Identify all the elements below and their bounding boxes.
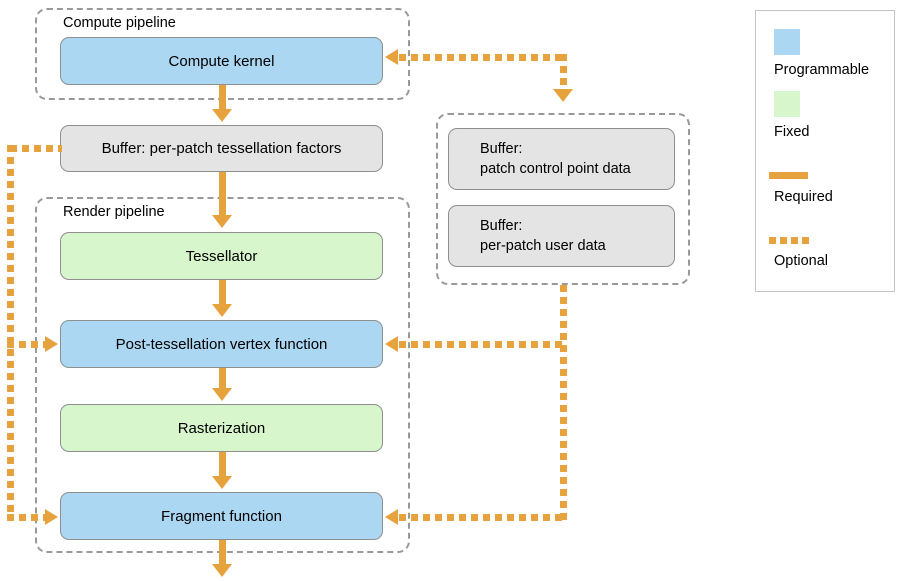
arrow-right-icon bbox=[45, 336, 58, 352]
arrow-shaft bbox=[219, 452, 226, 477]
legend-programmable-label: Programmable bbox=[774, 62, 870, 78]
arrow-left-icon bbox=[385, 336, 398, 352]
arrow-down-icon bbox=[553, 89, 573, 102]
arrow-shaft bbox=[219, 368, 226, 389]
render-pipeline-label: Render pipeline bbox=[63, 204, 165, 220]
arrow-down-icon bbox=[212, 215, 232, 228]
legend: Programmable Fixed Required Optional bbox=[755, 10, 895, 292]
dashed-line bbox=[7, 145, 14, 520]
arrow-shaft bbox=[219, 540, 226, 565]
legend-required-label: Required bbox=[774, 189, 833, 205]
legend-optional-label: Optional bbox=[774, 253, 829, 269]
programmable-swatch-icon bbox=[774, 29, 800, 55]
arrow-shaft bbox=[219, 280, 226, 305]
dashed-line bbox=[399, 341, 567, 348]
post-tessellation-vertex-function-node: Post-tessellation vertex function bbox=[60, 320, 383, 368]
buffer-label-line1: Buffer: bbox=[480, 141, 523, 157]
buffer-tessellation-factors-node: Buffer: per-patch tessellation factors bbox=[60, 125, 383, 172]
compute-kernel-node: Compute kernel bbox=[60, 37, 383, 85]
dashed-line bbox=[10, 145, 62, 152]
arrow-down-icon bbox=[212, 388, 232, 401]
rasterization-node: Rasterization bbox=[60, 404, 383, 452]
arrow-shaft bbox=[219, 85, 226, 111]
buffer-per-patch-user-node: Buffer: per-patch user data bbox=[448, 205, 675, 267]
fixed-swatch-icon bbox=[774, 91, 800, 117]
arrow-down-icon bbox=[212, 109, 232, 122]
dashed-line bbox=[399, 54, 566, 61]
arrow-down-icon bbox=[212, 564, 232, 577]
arrow-shaft bbox=[219, 172, 226, 216]
arrow-right-icon bbox=[45, 509, 58, 525]
dashed-line bbox=[7, 514, 45, 521]
buffer-label-line2: per-patch user data bbox=[480, 238, 606, 254]
optional-line-icon bbox=[769, 237, 811, 244]
dashed-line bbox=[399, 514, 567, 521]
patch-buffers-group bbox=[436, 113, 690, 285]
fragment-function-node: Fragment function bbox=[60, 492, 383, 540]
buffer-label-line1: Buffer: bbox=[480, 218, 523, 234]
dashed-line bbox=[560, 54, 567, 90]
dashed-line bbox=[560, 285, 567, 521]
buffer-patch-control-point-node: Buffer: patch control point data bbox=[448, 128, 675, 190]
required-line-icon bbox=[769, 172, 808, 179]
arrow-left-icon bbox=[385, 509, 398, 525]
legend-fixed-label: Fixed bbox=[774, 124, 810, 140]
arrow-down-icon bbox=[212, 304, 232, 317]
arrow-down-icon bbox=[212, 476, 232, 489]
buffer-label-line2: patch control point data bbox=[480, 161, 631, 177]
compute-pipeline-label: Compute pipeline bbox=[63, 15, 176, 31]
dashed-line bbox=[7, 341, 45, 348]
tessellator-node: Tessellator bbox=[60, 232, 383, 280]
arrow-left-icon bbox=[385, 49, 398, 65]
